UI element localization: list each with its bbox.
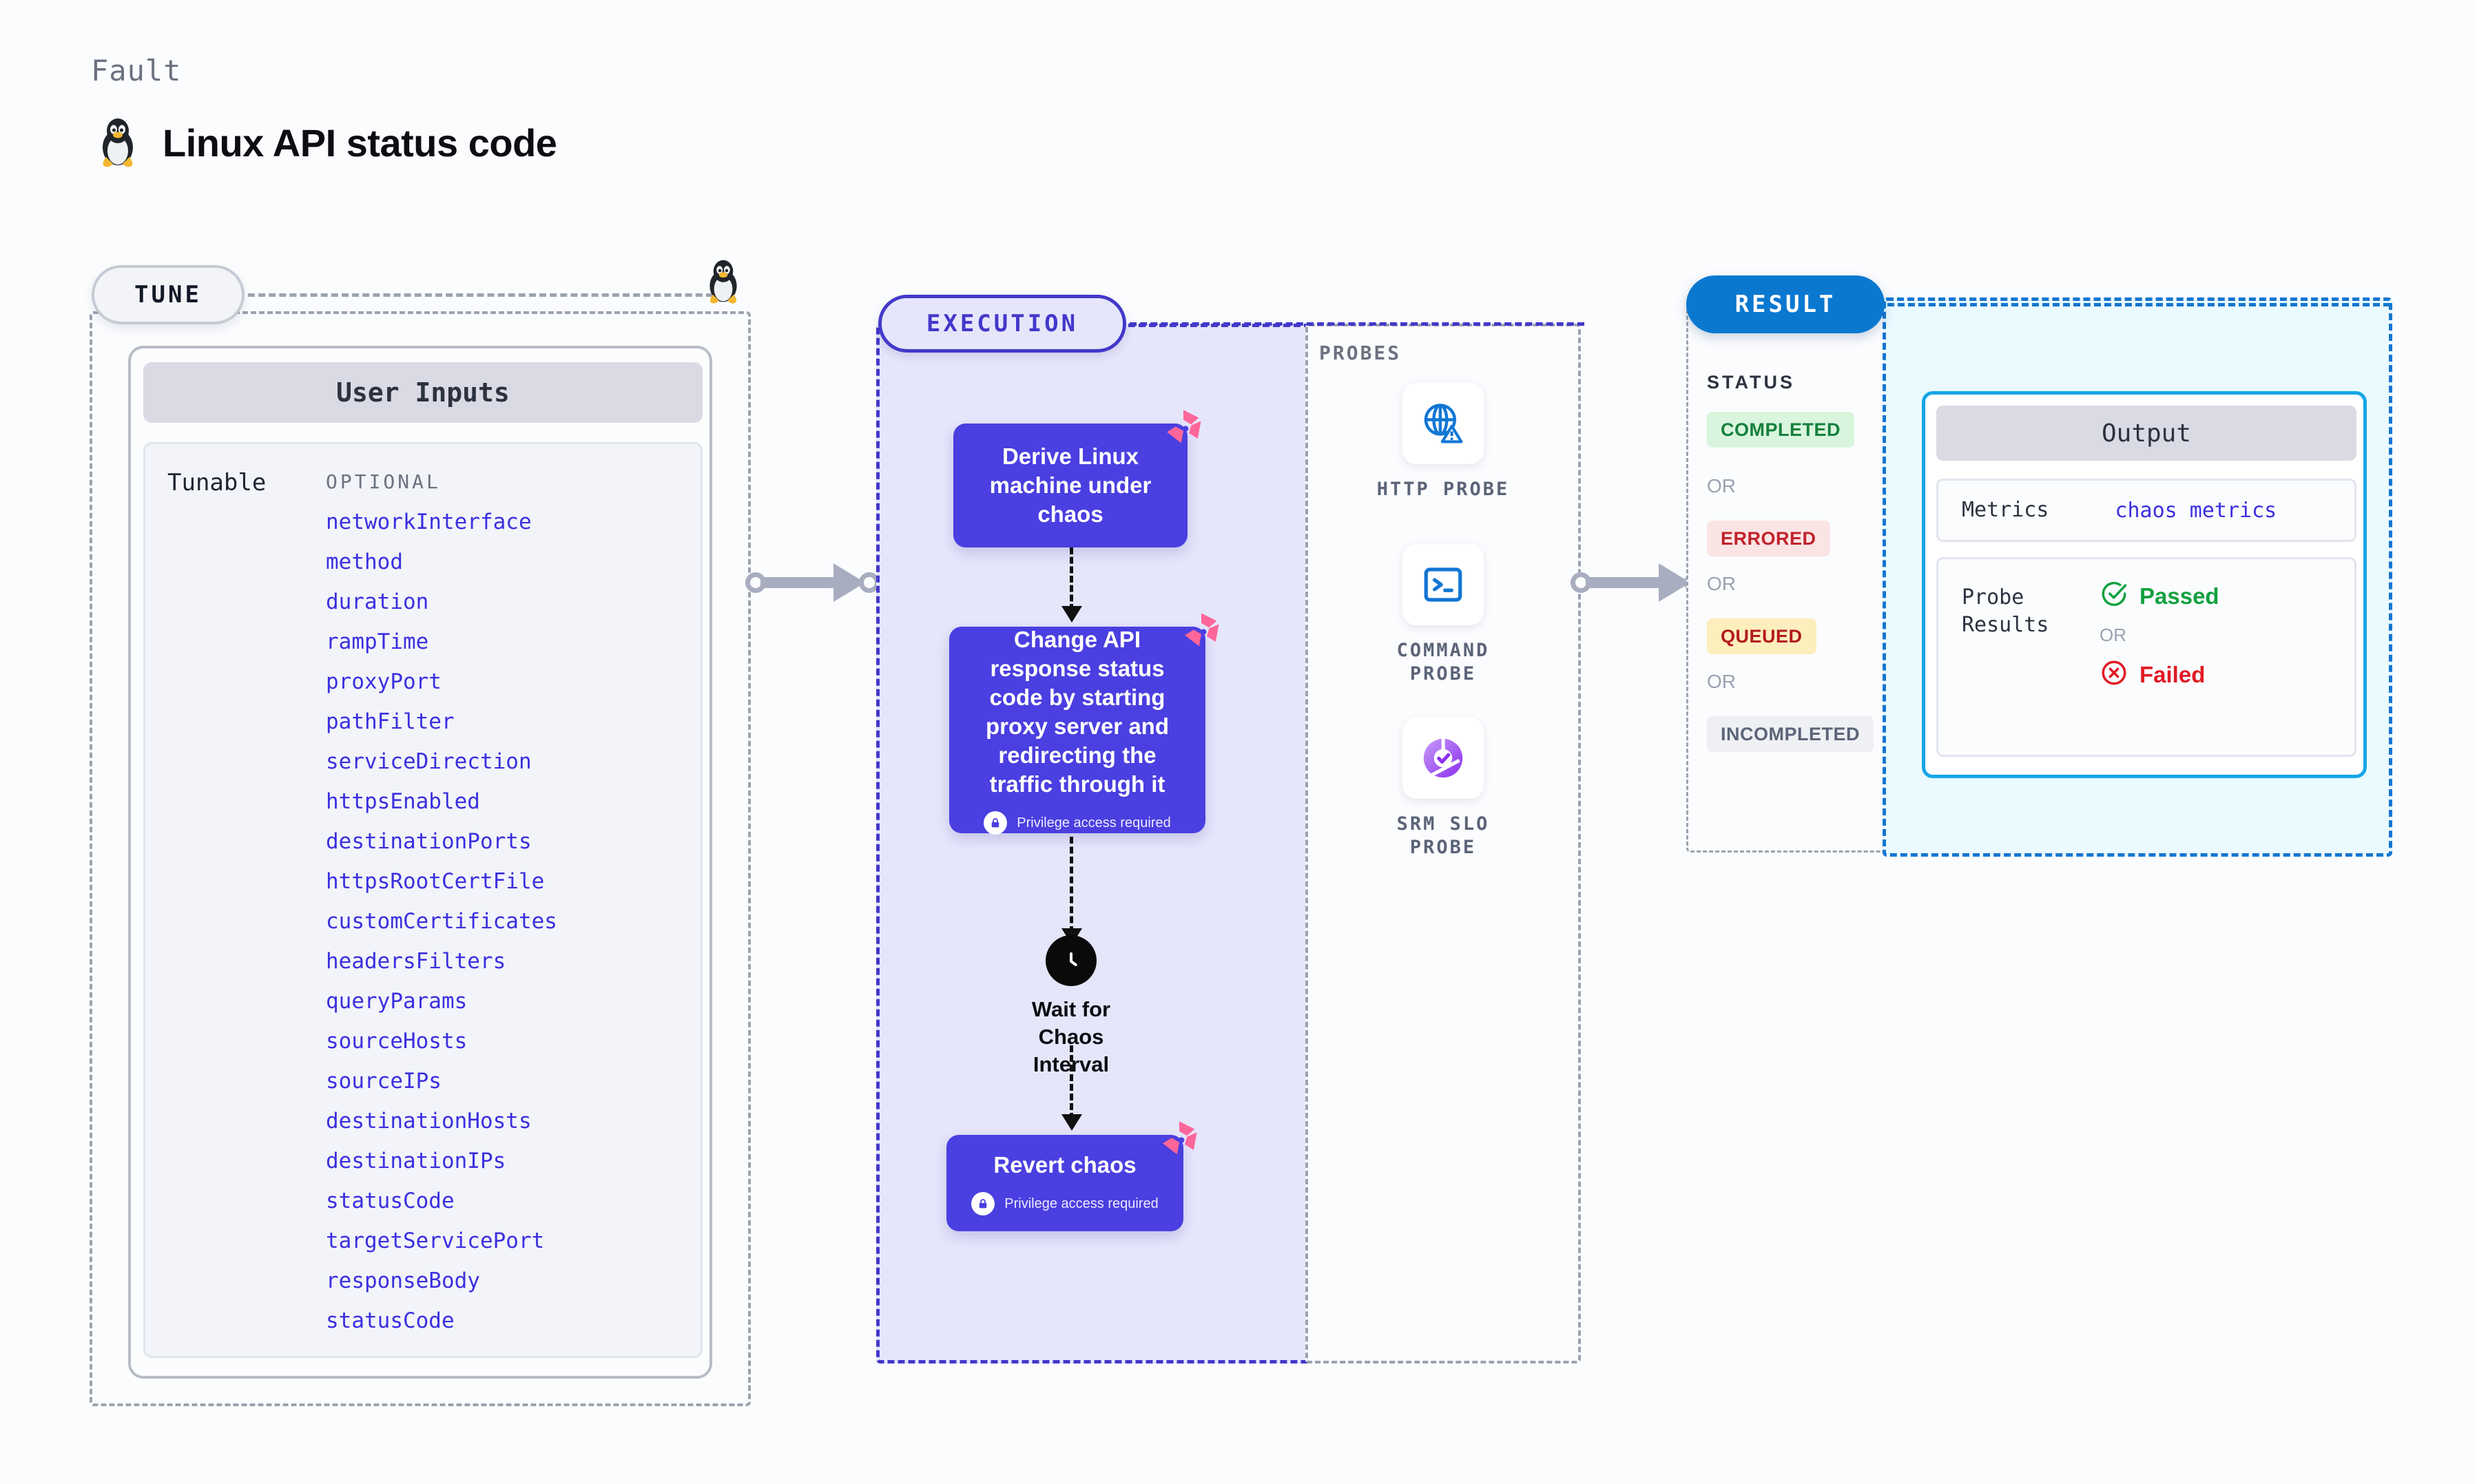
execution-step-change-status-text: Change API response status code by start… [986,627,1169,797]
lock-icon [984,811,1008,835]
status-or-1: OR [1707,475,1736,497]
globe-warning-icon [1402,383,1484,464]
probe-result-passed-label: Passed [2139,583,2219,609]
tunable-param[interactable]: pathFilter [326,709,455,734]
tunable-param[interactable]: sourceHosts [326,1029,468,1054]
output-metrics-key: Metrics [1962,498,2049,522]
output-probe-results-key: Probe Results [1962,585,2049,637]
tunable-section: Tunable OPTIONAL networkInterface method d… [143,442,703,1358]
optional-column-header: OPTIONAL [326,470,441,493]
user-inputs-panel: User Inputs Tunable OPTIONAL networkInte… [128,346,712,1379]
execution-step-derive[interactable]: Derive Linux machine under chaos [953,410,1201,547]
slo-donut-check-icon [1402,718,1484,799]
connector-3-head [1061,1114,1082,1131]
probe-http-label: HTTP PROBE [1376,479,1510,500]
status-title: STATUS [1707,372,1795,393]
result-pill[interactable]: RESULT [1686,275,1885,333]
probe-result-failed-label: Failed [2139,661,2206,687]
status-badge-errored: ERRORED [1707,521,1830,556]
execution-pill[interactable]: EXECUTION [878,295,1126,353]
privilege-note-text: Privilege access required [1017,815,1171,830]
tunable-param[interactable]: rampTime [326,629,429,654]
probe-srm-slo-label: SRM SLO PROBE [1396,813,1490,858]
terminal-icon [1402,544,1484,625]
tunable-param[interactable]: destinationIPs [326,1149,506,1173]
tunable-param[interactable]: targetServicePort [326,1229,545,1253]
connector-1 [1070,547,1073,611]
execution-step-derive-text: Derive Linux machine under chaos [989,443,1152,527]
output-title: Output [1936,406,2356,461]
lock-icon [971,1192,995,1215]
tunable-param[interactable]: statusCode [326,1308,455,1333]
tunable-param[interactable]: serviceDirection [326,749,532,774]
tunable-param[interactable]: customCertificates [326,909,557,934]
execution-step-change-status[interactable]: Change API response status code by start… [949,613,1219,835]
tune-pill[interactable]: TUNE [92,265,245,324]
connector-1-head [1061,606,1082,623]
execution-connector-dash [1130,322,1584,326]
status-badge-queued: QUEUED [1707,618,1816,654]
clock-icon [1046,935,1097,986]
x-circle-icon [2100,658,2128,691]
tune-connector-dash [248,293,723,297]
chaos-pinwheel-icon [1157,1117,1201,1164]
probe-command[interactable]: COMMAND PROBE [1360,544,1526,686]
tunable-param[interactable]: sourceIPs [326,1069,442,1094]
output-metrics-row: Metrics chaos metrics [1936,479,2356,542]
probe-result-or: OR [2100,625,2126,645]
tunable-param-list: networkInterface method duration rampTime pr… [326,510,557,1333]
tux-penguin-node-icon [704,259,743,308]
connector-3 [1070,1045,1073,1120]
user-inputs-title: User Inputs [143,362,703,423]
result-connector-dash [1887,303,2390,306]
check-circle-icon [2100,580,2128,612]
chaos-pinwheel-icon [1179,609,1223,656]
page-header: Linux API status code [96,117,557,168]
tunable-param[interactable]: httpsEnabled [326,789,480,814]
execution-step-revert[interactable]: Revert chaos Privilege access required [946,1121,1197,1231]
tunable-param[interactable]: httpsRootCertFile [326,869,545,894]
tunable-param[interactable]: headersFilters [326,949,506,974]
tunable-param[interactable]: duration [326,589,429,614]
privilege-note-text: Privilege access required [1004,1195,1159,1211]
status-or-2: OR [1707,573,1736,594]
tunable-param[interactable]: method [326,550,403,574]
output-card: Output Metrics chaos metrics Probe Resul… [1922,391,2367,778]
probe-result-passed: Passed [2100,580,2219,612]
arrow-shaft [760,577,851,588]
probe-http[interactable]: HTTP PROBE [1360,383,1526,501]
tunable-param[interactable]: queryParams [326,989,468,1014]
probe-srm-slo[interactable]: SRM SLO PROBE [1360,718,1526,859]
tunable-param[interactable]: networkInterface [326,510,532,534]
status-or-3: OR [1707,671,1736,692]
tunable-param[interactable]: responseBody [326,1268,480,1293]
privilege-note: Privilege access required [971,1192,1159,1215]
tunable-param[interactable]: destinationPorts [326,829,532,854]
tunable-param[interactable]: destinationHosts [326,1109,532,1133]
privilege-note: Privilege access required [984,811,1171,835]
output-probe-results-row: Probe Results Passed OR [1936,557,2356,757]
status-badge-incompleted: INCOMPLETED [1707,716,1874,752]
status-badge-completed: COMPLETED [1707,412,1855,448]
arrow-shaft [1586,577,1677,588]
tux-penguin-icon [96,117,139,168]
page-title: Linux API status code [163,121,557,165]
probes-region [1305,324,1581,1363]
arrow-tune-to-execution [745,563,883,602]
output-metrics-value[interactable]: chaos metrics [2115,498,2277,523]
probe-results-values: Passed OR Failed [2100,580,2219,691]
tunable-label: Tunable [167,469,267,497]
probes-title: PROBES [1319,342,1402,364]
connector-2 [1070,837,1073,933]
tunable-param[interactable]: proxyPort [326,669,442,694]
chaos-pinwheel-icon [1161,406,1205,453]
page-eyebrow: Fault [91,54,182,87]
execution-step-revert-text: Revert chaos [993,1152,1137,1178]
probe-result-failed: Failed [2100,658,2219,691]
probe-command-label: COMMAND PROBE [1396,640,1490,684]
tunable-param[interactable]: statusCode [326,1189,455,1213]
